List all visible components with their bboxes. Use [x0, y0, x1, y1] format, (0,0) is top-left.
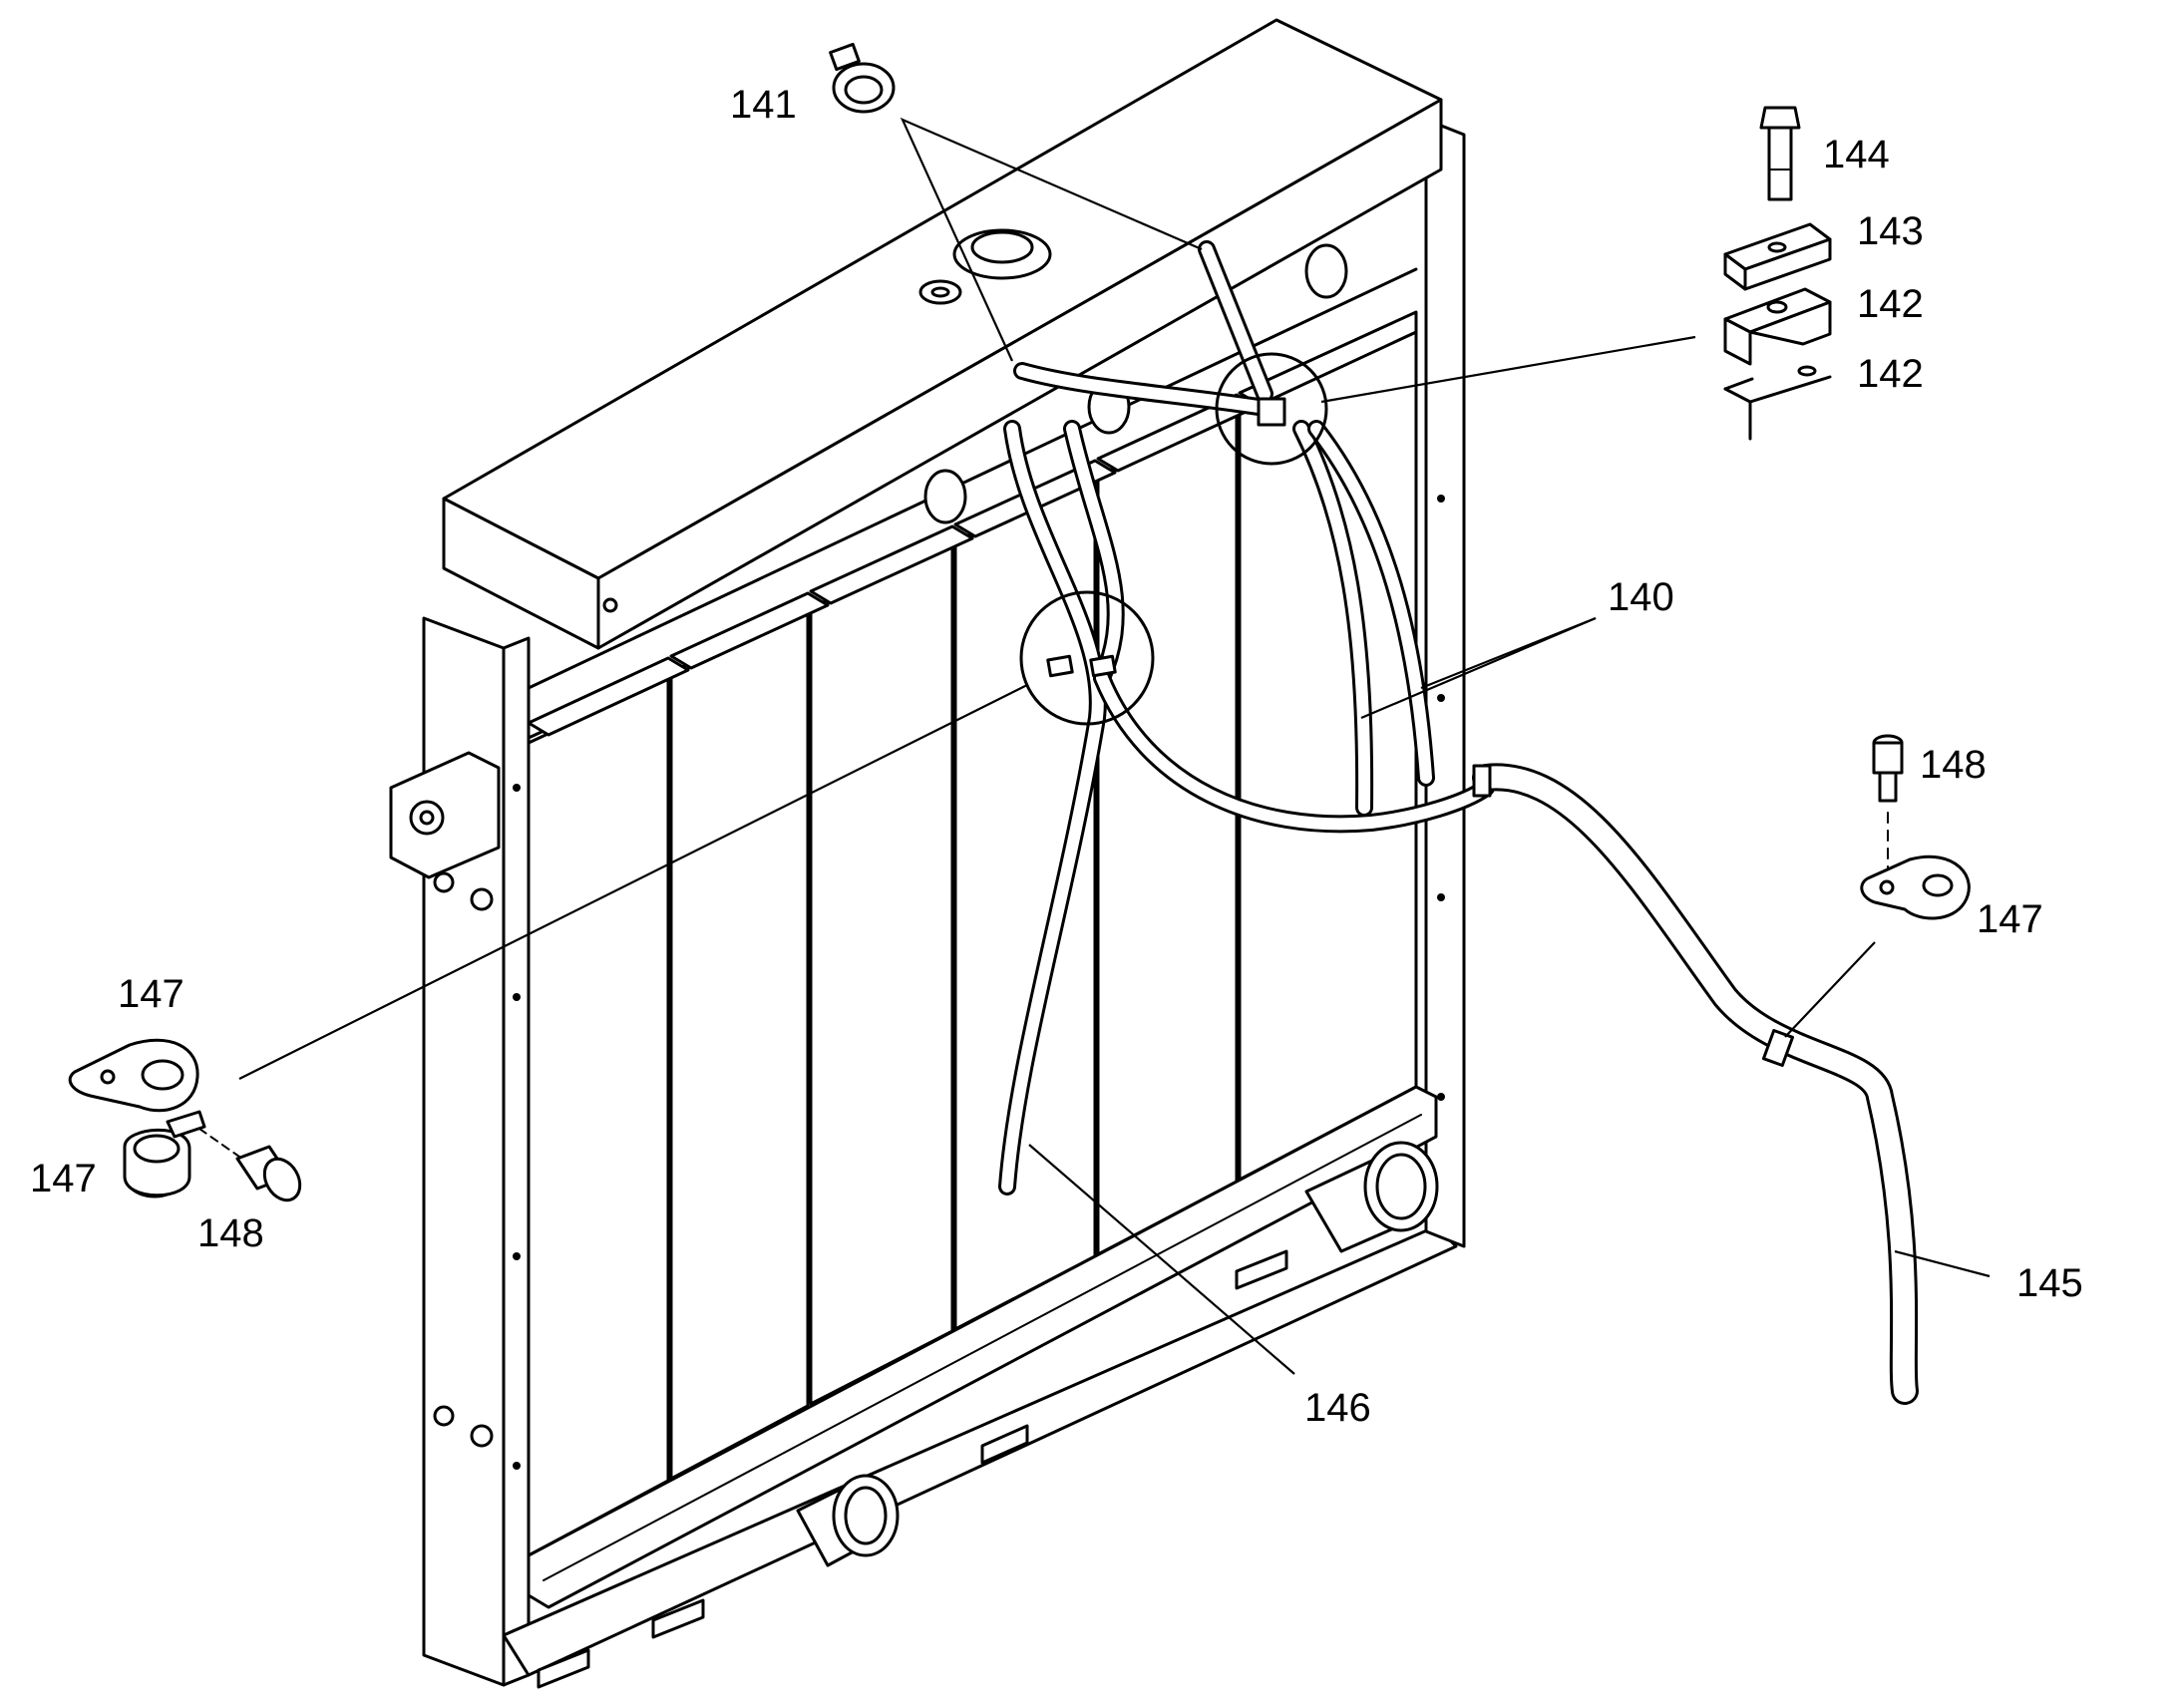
- part-142-clamp-half-upper: [1723, 287, 1832, 366]
- part-141-hose-clamp: [829, 42, 896, 114]
- callout-142-lower: 142: [1857, 352, 1924, 396]
- callout-147-left-upper: 147: [118, 972, 184, 1016]
- part-147-p-clamp-left-upper: [68, 1038, 199, 1113]
- callout-labels: 141 144 143 142 142 140 148 147 147 147 …: [30, 83, 2083, 1430]
- callout-147-left-lower: 147: [30, 1157, 97, 1200]
- callout-145: 145: [2016, 1261, 2083, 1305]
- leader-lines: [238, 117, 1991, 1375]
- hose-clamps: [1046, 397, 1795, 1068]
- bottom-outlets: [796, 1141, 1439, 1567]
- callout-140: 140: [1608, 575, 1674, 619]
- hose-145: [1472, 763, 1919, 1405]
- callout-141: 141: [730, 83, 797, 127]
- hose-140: [1063, 420, 1495, 834]
- part-148-screw-right: [1872, 734, 1904, 878]
- part-142-clamp-half-lower: [1723, 365, 1832, 441]
- part-148-screw-left: [198, 1128, 302, 1202]
- radiator-core-panels: [527, 310, 1438, 1609]
- part-144-bolt: [1759, 106, 1801, 201]
- callout-148-left: 148: [197, 1211, 264, 1255]
- callout-147-right: 147: [1977, 897, 2043, 941]
- callout-143: 143: [1857, 209, 1924, 253]
- part-143-cover-plate: [1723, 222, 1832, 291]
- hose-146: [998, 420, 1107, 1196]
- callout-148-right: 148: [1920, 743, 1987, 787]
- callout-144: 144: [1823, 133, 1890, 176]
- callout-146: 146: [1304, 1386, 1371, 1430]
- detail-circle-clamp-block: [1215, 352, 1328, 466]
- part-147-p-clamp-left-lower: [123, 1110, 206, 1198]
- hose-141: [1013, 240, 1280, 418]
- detail-circle-hose-clamps: [1019, 590, 1155, 726]
- part-147-p-clamp-right: [1860, 854, 1971, 920]
- callout-142-upper: 142: [1857, 282, 1924, 326]
